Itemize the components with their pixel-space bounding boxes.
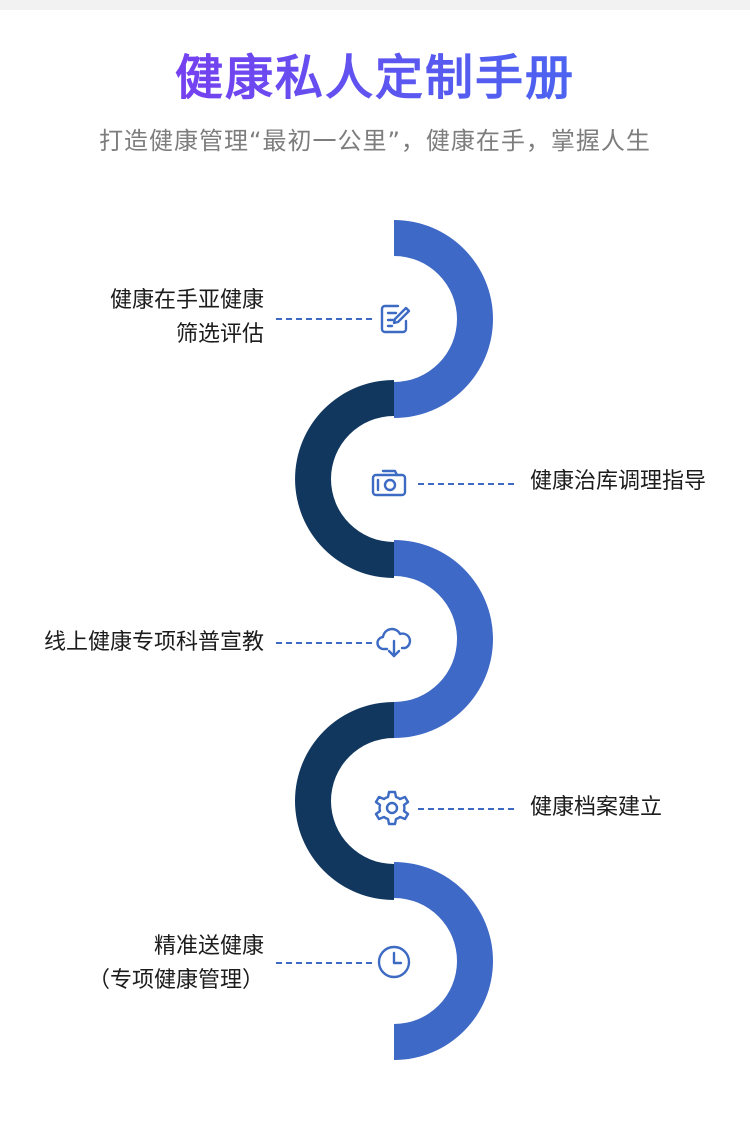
step-4-connector (418, 808, 514, 810)
edit-document-icon (374, 299, 414, 339)
gear-icon (372, 788, 412, 828)
arc-segment-2 (295, 380, 394, 578)
arc-segment-3 (394, 540, 493, 738)
step-1-label: 健康在手亚健康 筛选评估 (109, 288, 264, 347)
top-divider (0, 0, 750, 10)
arc-segment-1 (394, 220, 493, 418)
cloud-download-icon (374, 622, 414, 662)
step-5-label: 精准送健康 （专项健康管理） (87, 934, 264, 993)
step-4-label: 健康档案建立 (530, 795, 663, 820)
step-5-connector (276, 962, 372, 964)
page-subtitle: 打造健康管理“最初一公里”，健康在手，掌握人生 (99, 127, 651, 155)
page-title: 健康私人定制手册 (0, 46, 750, 110)
camera-icon (369, 462, 409, 502)
arc-segment-5 (394, 862, 493, 1060)
arc-segment-4 (295, 702, 394, 900)
step-3-connector (276, 642, 372, 644)
step-2-connector (418, 483, 514, 485)
step-2-label: 健康治库调理指导 (530, 469, 707, 494)
clock-icon (374, 942, 414, 982)
step-3-label: 线上健康专项科普宣教 (43, 630, 264, 655)
step-1-connector (276, 318, 372, 320)
